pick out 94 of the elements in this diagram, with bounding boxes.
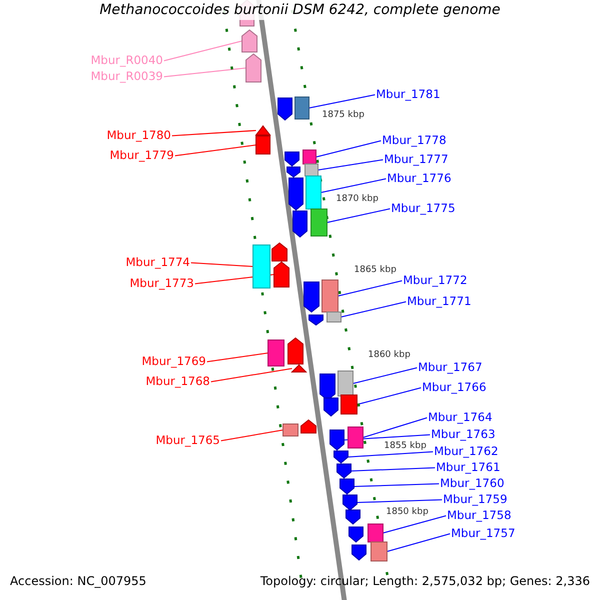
gene-label: Mbur_1768 (146, 376, 210, 388)
gene-label: Mbur_1766 (422, 382, 486, 394)
gene-label: Mbur_1760 (440, 478, 504, 490)
gene-label: Mbur_1764 (428, 412, 492, 424)
leader-line (340, 301, 406, 318)
gene-label: Mbur_1761 (436, 462, 500, 474)
leader-line (386, 533, 450, 552)
gene-label: Mbur_1780 (106, 130, 171, 142)
gene-marker (268, 340, 284, 366)
gene-label: Mbur_1778 (382, 135, 446, 146)
gene-marker (278, 98, 292, 121)
gene-marker (308, 314, 324, 326)
gene-marker (246, 53, 262, 82)
leader-line (356, 387, 422, 405)
leader-line (164, 68, 246, 78)
leader-line (382, 515, 446, 534)
leader-line (318, 159, 384, 170)
gene-label: Mbur_1771 (407, 296, 472, 308)
scale-label: 1870 kbp (336, 194, 378, 204)
gene-marker (302, 150, 316, 164)
gene-marker (336, 464, 352, 479)
gene-marker (300, 419, 316, 434)
gene-marker (282, 424, 298, 436)
gene-label: Mbur_1776 (387, 173, 452, 184)
leader-line (344, 434, 430, 440)
gene-marker (292, 210, 308, 238)
gene-marker (274, 261, 290, 288)
leader-line (320, 178, 386, 193)
footer-text: Accession: NC_007955 (10, 575, 146, 587)
gene-label: Mbur_R0039 (90, 71, 163, 82)
gene-marker (348, 426, 364, 448)
gene-marker (284, 152, 300, 167)
leader-line (354, 483, 440, 487)
gene-marker (342, 494, 358, 511)
gene-marker (330, 430, 344, 451)
leader-line (356, 499, 442, 503)
gene-label: Mbur_1765 (156, 435, 220, 446)
gene-marker (334, 450, 348, 464)
gene-label: Mbur_1758 (447, 510, 512, 522)
scale-label: 1875 kbp (322, 110, 364, 120)
gene-marker (340, 394, 358, 414)
gene-marker (338, 370, 354, 396)
gene-label: Mbur_1757 (451, 528, 516, 540)
gene-label: Mbur_1772 (403, 275, 468, 286)
leader-line (348, 451, 434, 458)
gene-marker (306, 176, 322, 210)
leader-line (210, 368, 292, 382)
scale-label: 1850 kbp (386, 508, 428, 516)
gene-label: Mbur_R0040 (90, 55, 163, 66)
gene-marker (352, 544, 366, 561)
leader-line (220, 430, 284, 442)
gene-label: Mbur_1781 (376, 89, 440, 100)
gene-marker (304, 164, 318, 176)
gene-marker (290, 364, 308, 372)
leader-line (164, 40, 242, 62)
gene-label: Mbur_1769 (142, 356, 206, 368)
gene-marker (346, 510, 360, 525)
gene-marker (254, 125, 272, 136)
leader-line (206, 352, 268, 362)
gene-marker (370, 542, 388, 562)
leader-line (326, 208, 390, 223)
scale-label: 1860 kbp (368, 350, 410, 360)
gene-label: Mbur_1763 (431, 429, 496, 440)
scale-label: 1855 kbp (384, 442, 426, 450)
leader-line (308, 94, 376, 108)
gene-marker (310, 208, 328, 236)
leader-line (350, 467, 436, 472)
gene-marker (252, 244, 270, 288)
gene-marker (326, 312, 342, 322)
footer-text: Topology: circular; Length: 2,575,032 bp; Genes: 2,336 (260, 575, 590, 587)
leader-line (190, 262, 254, 267)
gene-label: Mbur_1775 (391, 203, 456, 214)
gene-marker (340, 478, 354, 495)
gene-label: Mbur_1774 (126, 257, 190, 268)
gene-marker (348, 526, 364, 543)
leader-line (316, 140, 382, 158)
scale-label: 1865 kbp (354, 266, 396, 274)
gene-label: Mbur_1759 (443, 494, 508, 506)
leader-line (362, 417, 428, 438)
gene-label: Mbur_1773 (130, 278, 194, 290)
gene-label: Mbur_1767 (418, 362, 482, 374)
leader-line (352, 367, 418, 384)
gene-label: Mbur_1779 (110, 150, 174, 162)
leader-line (338, 280, 402, 296)
gene-marker (242, 29, 258, 52)
gene-marker (294, 96, 310, 120)
gene-label: Mbur_1777 (384, 154, 448, 166)
gene-label: Mbur_1762 (434, 446, 498, 458)
gene-marker (322, 280, 338, 312)
gene-marker (256, 136, 270, 154)
leader-line (172, 130, 256, 136)
gene-marker (324, 398, 338, 417)
gene-marker (368, 524, 384, 542)
leader-line (174, 144, 256, 156)
